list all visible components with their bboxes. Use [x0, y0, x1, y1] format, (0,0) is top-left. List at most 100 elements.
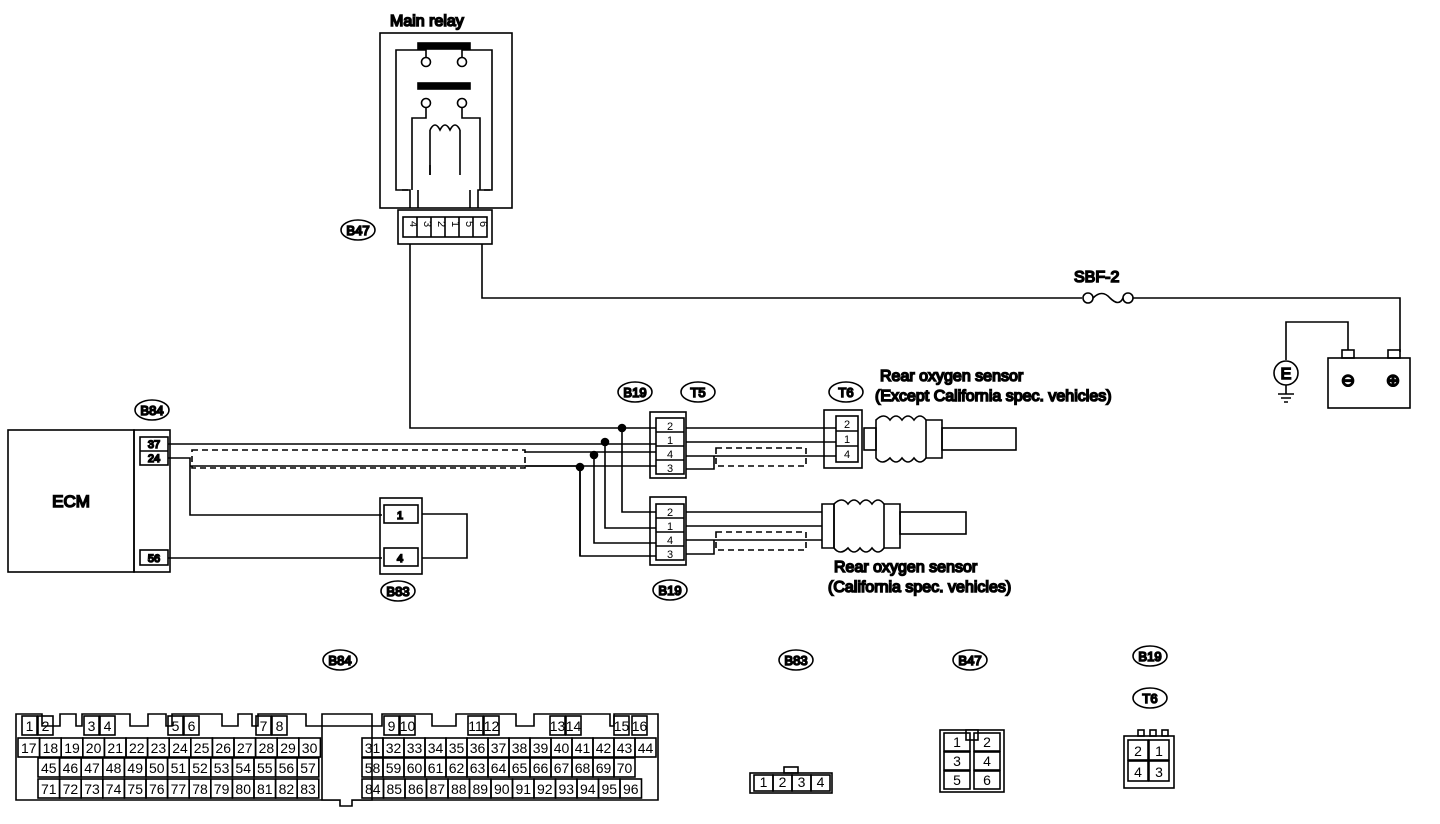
b84-pin-78: 78: [192, 781, 208, 797]
relay-pin-2: 2: [435, 221, 447, 227]
b84-pin-56: 56: [279, 760, 295, 776]
b84-pin-8: 8: [276, 718, 284, 734]
b47-face-pin-5-cell: [943, 770, 971, 790]
ecm-pin-37: 37: [148, 439, 160, 451]
b84-pin-59: 59: [386, 760, 402, 776]
b83-face-pin-1: 1: [760, 774, 768, 790]
b84-pin-42: 42: [596, 740, 612, 756]
b84-pin-23: 23: [151, 740, 167, 756]
b47-face-pin-3-cell: [943, 751, 971, 771]
b47-face-pin-2: 2: [983, 734, 991, 750]
b84-pin-96-cell: [619, 778, 643, 799]
b84-pin-96: 96: [623, 781, 639, 797]
b83-pin-4: 4: [397, 553, 403, 565]
tag-t5: T5: [690, 385, 705, 400]
b19-face-pin-4-cell: [1127, 760, 1149, 782]
b84-pin-68: 68: [575, 760, 591, 776]
b84-pin-73: 73: [84, 781, 100, 797]
relay-pin-6: 6: [477, 221, 489, 227]
oxygen-sensor-california: [821, 499, 967, 553]
b84-pin-11-cell: [467, 715, 484, 736]
b84-pin-62: 62: [449, 760, 465, 776]
b84-pin-11: 11: [468, 718, 483, 734]
b19-face-pin-3: 3: [1155, 764, 1163, 780]
tag-t6-face: T6: [1142, 691, 1157, 706]
b47-face-pin-1-cell: [943, 732, 971, 752]
b84-pin-33: 33: [407, 740, 423, 756]
b84-pin-49: 49: [127, 760, 143, 776]
b84-pin-37: 37: [491, 740, 507, 756]
b84-pin-90: 90: [494, 781, 510, 797]
b84-pin-12-cell: [483, 715, 500, 736]
b47-face-pin-3: 3: [953, 753, 961, 769]
b84-pin-19: 19: [64, 740, 80, 756]
b19-top-connector: [649, 411, 687, 479]
b84-pin-69: 69: [596, 760, 612, 776]
battery: [1327, 357, 1411, 409]
b84-pin-8-cell: [271, 715, 288, 736]
b83-pin-1: 1: [397, 510, 403, 522]
b84-pin-55: 55: [257, 760, 273, 776]
b84-pin-58: 58: [365, 760, 381, 776]
relay-pin-4: 4: [407, 221, 419, 227]
b84-pin-18: 18: [43, 740, 59, 756]
relay-pin-1: 1: [449, 221, 461, 227]
b47-face-pin-1: 1: [953, 734, 961, 750]
b84-pin-3-cell: [83, 715, 100, 736]
b84-pin-16: 16: [632, 718, 648, 734]
t6-pin-1: 1: [844, 434, 850, 446]
b84-pin-50: 50: [149, 760, 165, 776]
b19-bottom-connector: [649, 496, 687, 566]
b84-pin-2-cell: [37, 715, 54, 736]
b84-pin-51: 51: [171, 760, 187, 776]
b83-face-pin-4-cell: [810, 774, 831, 792]
ecm-label: ECM: [52, 492, 90, 511]
b84-pin-43: 43: [617, 740, 633, 756]
tag-b47-face: B47: [958, 653, 981, 668]
b19-face-pin-2-cell: [1127, 739, 1149, 761]
b19-bottom-pin-1: 1: [667, 521, 673, 533]
b84-pin-54: 54: [235, 760, 251, 776]
b84-pin-75: 75: [127, 781, 143, 797]
b19-face-pin-2: 2: [1134, 743, 1142, 759]
b84-pin-91: 91: [515, 781, 531, 797]
b84-pin-40: 40: [554, 740, 570, 756]
b84-pin-74: 74: [106, 781, 122, 797]
ecm-pin-24: 24: [148, 453, 160, 465]
b84-pin-48: 48: [106, 760, 122, 776]
b84-pin-83-cell: [296, 778, 320, 799]
b84-pin-29: 29: [280, 740, 296, 756]
wire-relay-to-fuse: [481, 244, 1082, 299]
tag-b84-face: B84: [328, 653, 351, 668]
relay-pin-5: 5: [463, 221, 475, 227]
b84-pin-63: 63: [470, 760, 486, 776]
b84-pin-12: 12: [484, 718, 500, 734]
b84-pin-15: 15: [614, 718, 630, 734]
b84-pin-38: 38: [512, 740, 528, 756]
b19-bottom-pin-4: 4: [667, 535, 673, 547]
b84-pin-66: 66: [533, 760, 549, 776]
b84-pin-60: 60: [407, 760, 423, 776]
b84-pin-95: 95: [601, 781, 617, 797]
b47-face-pin-6: 6: [983, 772, 991, 788]
b84-pin-1-cell: [21, 715, 38, 736]
tag-b47: B47: [346, 223, 369, 238]
b19-face-pin-3-cell: [1148, 760, 1170, 782]
b19-top-pin-2: 2: [667, 421, 673, 433]
b83-connector: [379, 497, 423, 575]
sbf-label: SBF-2: [1074, 269, 1119, 286]
b84-pin-5-cell: [167, 715, 184, 736]
b84-pin-52: 52: [192, 760, 208, 776]
b84-pin-53: 53: [214, 760, 230, 776]
battery-positive: ⊕: [1386, 371, 1400, 390]
sensor-cal-title: Rear oxygen sensor: [834, 559, 978, 576]
b84-pin-10-cell: [399, 715, 416, 736]
b47-face-pin-6-cell: [973, 770, 1001, 790]
b84-pin-71: 71: [41, 781, 57, 797]
main-relay-box: [379, 32, 513, 209]
b84-pin-93: 93: [558, 781, 574, 797]
b84-pin-72: 72: [63, 781, 79, 797]
sensor-cal-subtitle: (California spec. vehicles): [828, 579, 1011, 596]
b84-pin-41: 41: [575, 740, 591, 756]
